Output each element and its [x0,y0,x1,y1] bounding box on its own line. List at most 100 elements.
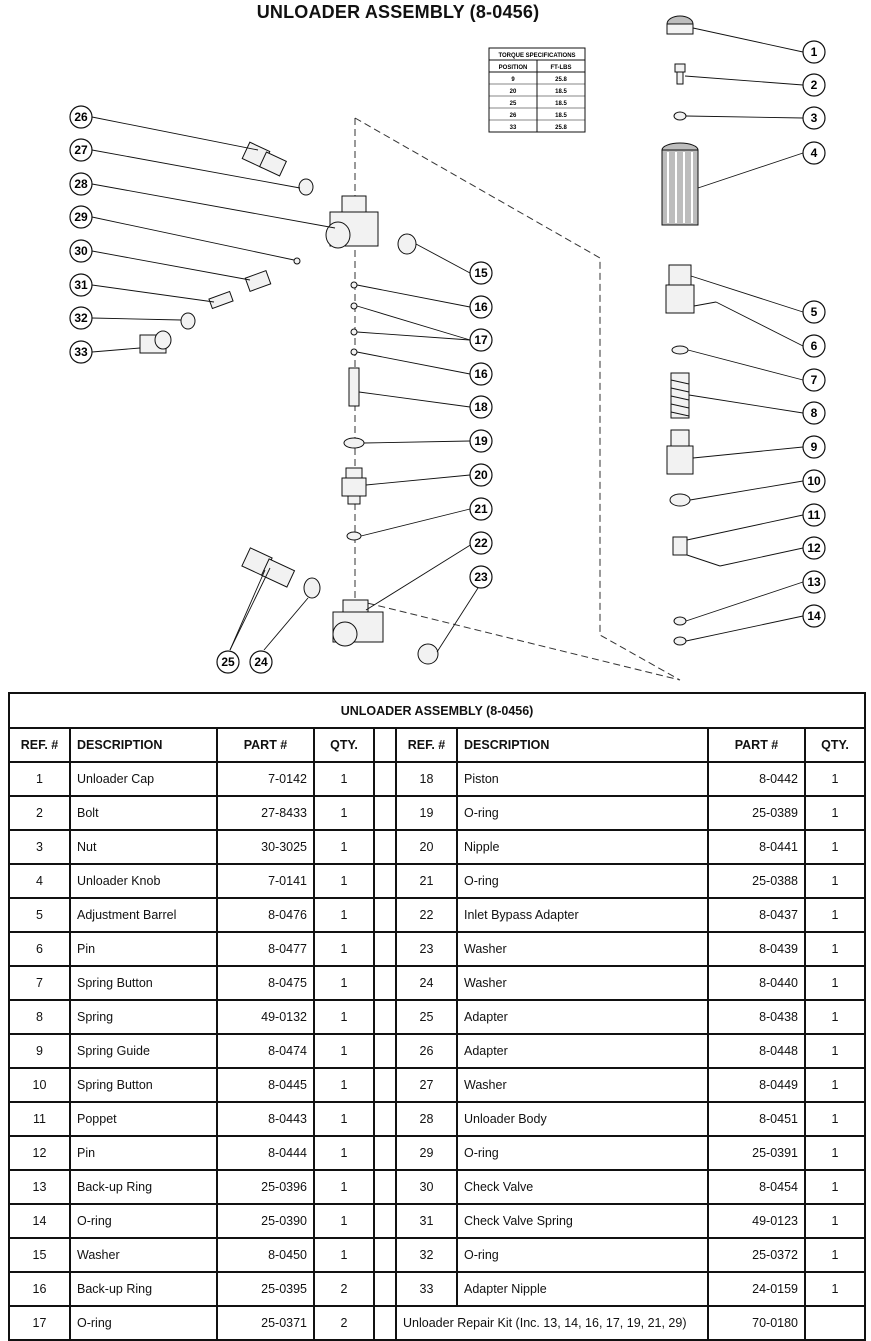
callout-13: 13 [802,570,826,594]
header-part: PART # [216,727,315,763]
svg-text:6: 6 [811,339,818,353]
callout-9: 9 [802,435,826,459]
callout-14: 14 [802,604,826,628]
right-part-stack [661,15,721,646]
svg-text:23: 23 [474,570,488,584]
qty-cell: 1 [313,1237,375,1273]
callout-15: 15 [469,261,493,285]
svg-text:32: 32 [74,311,88,325]
callout-7: 7 [802,368,826,392]
qty-cell: 1 [803,1101,867,1137]
column-gap [373,863,397,899]
callout-32: 32 [69,306,93,330]
svg-text:33: 33 [74,345,88,359]
ref-cell: 31 [395,1203,458,1239]
part-number-cell: 25-0388 [707,863,806,899]
description-cell: O-ring [456,863,709,899]
svg-text:26: 26 [74,110,88,124]
part-number-cell: 8-0438 [707,999,806,1035]
qty-cell: 1 [313,999,375,1035]
part-number-cell: 49-0132 [216,999,315,1035]
callout-6: 6 [802,334,826,358]
svg-text:28: 28 [74,177,88,191]
svg-text:13: 13 [807,575,821,589]
part-number-cell: 8-0449 [707,1067,806,1103]
part-number-cell: 8-0445 [216,1067,315,1103]
part-number-cell: 24-0159 [707,1271,806,1307]
torque-position: 26 [510,113,517,119]
qty-cell: 1 [313,829,375,865]
qty-cell: 1 [803,1135,867,1171]
part-number-cell: 25-0371 [216,1305,315,1341]
torque-header-ftlbs: FT-LBS [551,65,572,71]
part-number-cell: 8-0437 [707,897,806,933]
qty-cell: 1 [313,965,375,1001]
part-number-cell: 8-0443 [216,1101,315,1137]
svg-text:19: 19 [474,434,488,448]
description-cell: Pin [69,931,218,967]
callout-24: 24 [249,650,273,674]
qty-cell: 1 [313,795,375,831]
column-gap [373,1271,397,1307]
torque-position: 25 [510,101,517,107]
svg-text:27: 27 [74,143,88,157]
ref-cell: 32 [395,1237,458,1273]
svg-text:10: 10 [807,474,821,488]
svg-text:29: 29 [74,210,88,224]
repair-kit-qty [803,1305,867,1341]
ref-cell: 13 [8,1169,71,1205]
callout-29: 29 [69,205,93,229]
description-cell: Adapter Nipple [456,1271,709,1307]
description-cell: Back-up Ring [69,1169,218,1205]
svg-text:17: 17 [474,333,488,347]
ref-cell: 24 [395,965,458,1001]
qty-cell: 1 [803,761,867,797]
ref-cell: 11 [8,1101,71,1137]
header-description: DESCRIPTION [456,727,709,763]
description-cell: Unloader Body [456,1101,709,1137]
callout-20: 20 [469,463,493,487]
svg-text:14: 14 [807,609,821,623]
center-part-stack [241,195,439,665]
torque-spec-table: TORQUE SPECIFICATIONS POSITION FT-LBS 9 … [488,47,586,133]
part-number-cell: 25-0372 [707,1237,806,1273]
svg-text:31: 31 [74,278,88,292]
repair-kit-part-number: 70-0180 [707,1305,806,1341]
description-cell: Nipple [456,829,709,865]
callout-11: 11 [802,503,826,527]
ref-cell: 20 [395,829,458,865]
svg-text:12: 12 [807,541,821,555]
ref-cell: 12 [8,1135,71,1171]
qty-cell: 2 [313,1305,375,1341]
ref-cell: 30 [395,1169,458,1205]
ref-cell: 19 [395,795,458,831]
ref-cell: 1 [8,761,71,797]
description-cell: Poppet [69,1101,218,1137]
description-cell: Washer [456,965,709,1001]
torque-value: 25.8 [555,77,567,83]
description-cell: O-ring [69,1305,218,1341]
callout-25: 25 [216,650,240,674]
column-gap [373,761,397,797]
ref-cell: 5 [8,897,71,933]
description-cell: Spring Button [69,965,218,1001]
page-title: UNLOADER ASSEMBLY (8-0456) [256,2,540,22]
part-number-cell: 25-0391 [707,1135,806,1171]
part-number-cell: 25-0389 [707,795,806,831]
qty-cell: 1 [313,863,375,899]
ref-cell: 16 [8,1271,71,1307]
qty-cell: 1 [313,1135,375,1171]
column-gap [373,1237,397,1273]
description-cell: Check Valve Spring [456,1203,709,1239]
description-cell: Washer [456,1067,709,1103]
part-number-cell: 7-0141 [216,863,315,899]
torque-value: 18.5 [555,89,567,95]
description-cell: O-ring [456,795,709,831]
callout-1: 1 [802,40,826,64]
qty-cell: 1 [313,897,375,933]
